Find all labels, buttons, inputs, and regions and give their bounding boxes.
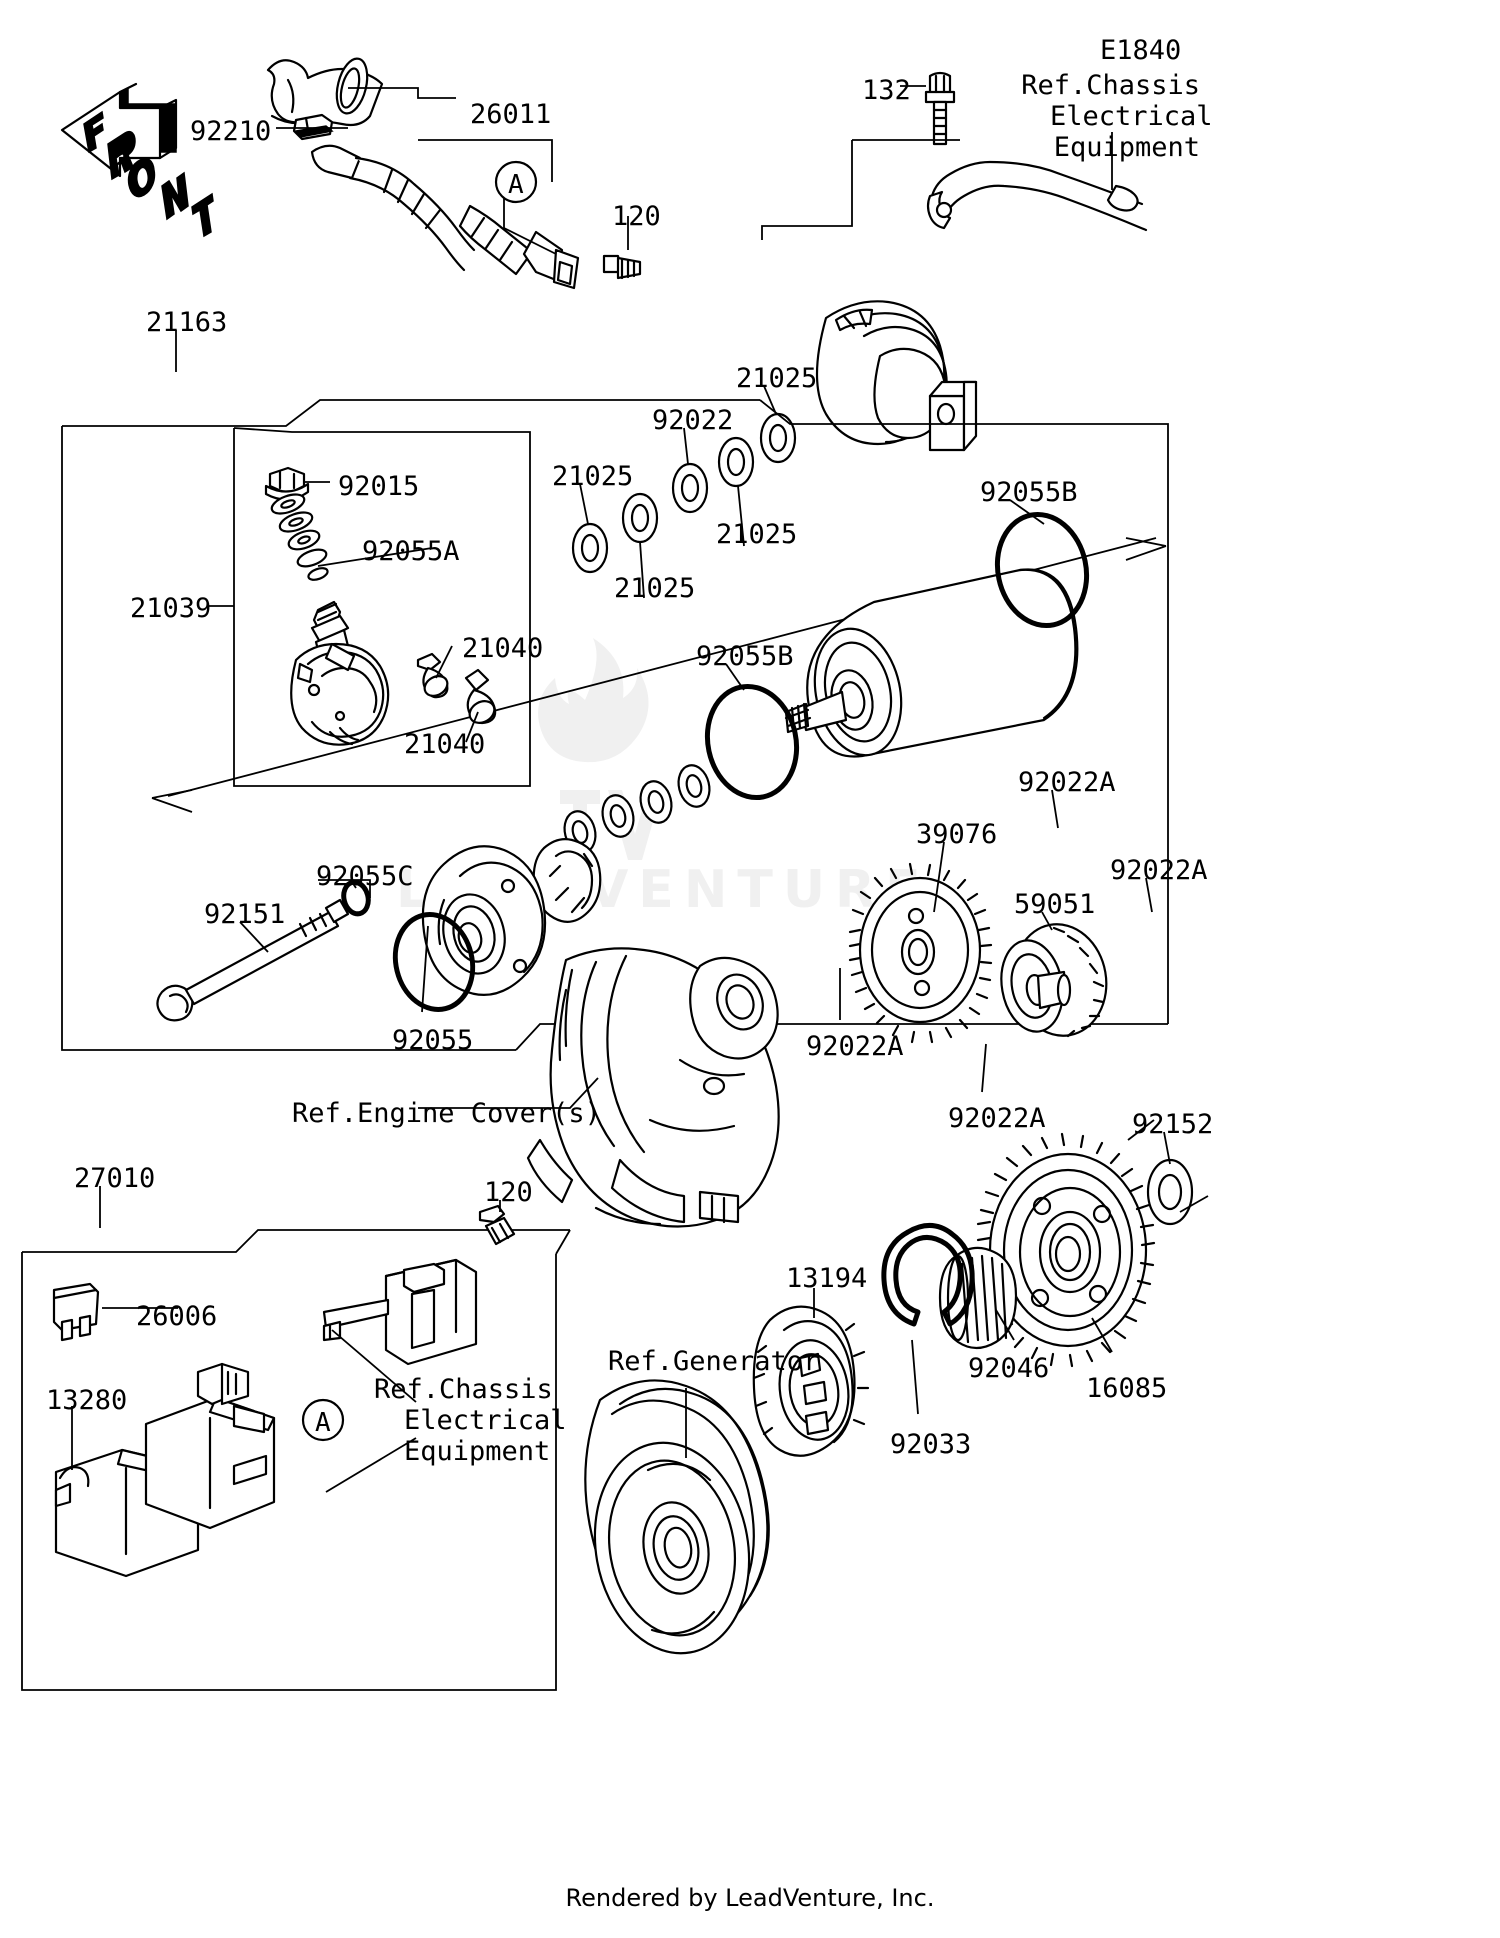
part-number-92046: 92046 [968, 1353, 1050, 1384]
part-number-21025: 21025 [552, 461, 634, 492]
ref-chassis-electrical-bottom-line3: Equipment [404, 1436, 551, 1467]
ref-chassis-electrical-top-line2: Electrical [1050, 101, 1213, 132]
part-27010-relay [144, 1362, 276, 1530]
part-59051-gear [1000, 923, 1108, 1038]
part-number-92210: 92210 [190, 116, 272, 147]
part-number-92015: 92015 [338, 471, 420, 502]
part-number-21040: 21040 [404, 729, 486, 760]
part-120-screw-a [602, 254, 642, 280]
part-16085-gear [976, 1132, 1156, 1368]
part-generator-rotor [584, 1379, 770, 1655]
part-92152-washer [1146, 1158, 1194, 1226]
part-number-27010: 27010 [74, 1163, 156, 1194]
part-92046-bearing [938, 1246, 1018, 1350]
part-number-92022a: 92022A [1018, 767, 1116, 798]
part-number-59051: 59051 [1014, 889, 1096, 920]
part-13194-clutch [752, 1305, 870, 1457]
part-39076-gear [848, 862, 993, 1044]
part-number-92022a: 92022A [948, 1103, 1046, 1134]
part-engine-cover [526, 947, 780, 1228]
ref-chassis-electrical-top-line1: Ref.Chassis [1021, 70, 1200, 101]
leader-lines [71, 85, 1209, 1493]
part-number-92055c: 92055C [316, 861, 414, 892]
part-92055B-oring-center [704, 683, 800, 801]
washers-top-group [571, 412, 797, 574]
part-number-92055: 92055 [392, 1025, 474, 1056]
part-92151-bolt [156, 898, 350, 1022]
part-132-bolt [924, 71, 956, 146]
part-21040-brushes [416, 652, 497, 725]
part-26011-cable [310, 144, 580, 290]
part-relay-bracket [322, 1258, 478, 1366]
part-number-92055b: 92055B [696, 641, 794, 672]
part-21039-brush-holder [290, 600, 390, 746]
part-number-92022a: 92022A [1110, 855, 1208, 886]
footer-credit: Rendered by LeadVenture, Inc. [565, 1884, 935, 1912]
part-number-92022a: 92022A [806, 1031, 904, 1062]
part-number-21039: 21039 [130, 593, 212, 624]
part-26006-fuse [52, 1282, 100, 1342]
part-number-120: 120 [612, 201, 661, 232]
callout-circle-a-top [494, 160, 538, 204]
part-number-92151: 92151 [204, 899, 286, 930]
ref-chassis-electrical-bottom-line2: Electrical [404, 1405, 567, 1436]
part-starter-housing [815, 300, 978, 452]
part-number-92033: 92033 [890, 1429, 972, 1460]
part-number-26011: 26011 [470, 99, 552, 130]
part-number-13194: 13194 [786, 1263, 868, 1294]
callout-letter-a-top: A [508, 170, 524, 200]
ref-chassis-electrical-bottom-line1: Ref.Chassis [374, 1374, 553, 1405]
part-armature [784, 568, 1079, 758]
part-number-92055b: 92055B [980, 477, 1078, 508]
ref-generator-label: Ref.Generator [608, 1346, 820, 1377]
part-number-92152: 92152 [1132, 1109, 1214, 1140]
part-number-26006: 26006 [136, 1301, 218, 1332]
part-number-21025: 21025 [614, 573, 696, 604]
part-number-21025: 21025 [736, 363, 818, 394]
part-92210-clamp [292, 113, 334, 141]
part-92055-oring [392, 912, 476, 1012]
front-arrow-icon [60, 82, 214, 238]
part-end-cap [421, 837, 602, 996]
ref-chassis-electrical-top-line3: Equipment [1053, 132, 1200, 163]
part-number-16085: 16085 [1086, 1373, 1168, 1404]
washers-center-row [563, 764, 711, 854]
part-topright-lead-wire [926, 160, 1148, 232]
callout-circle-a-bottom [301, 1398, 345, 1442]
part-number-92022: 92022 [652, 405, 734, 436]
part-number-92055a: 92055A [362, 536, 460, 567]
part-number-21025: 21025 [716, 519, 798, 550]
ref-engine-cover-label: Ref.Engine Cover(s) [292, 1098, 601, 1129]
part-92033-snap-ring [881, 1223, 975, 1327]
callout-letter-a-bottom: A [315, 1408, 331, 1438]
part-92055A-orings [270, 493, 329, 581]
part-number-21163: 21163 [146, 307, 228, 338]
part-number-13280: 13280 [46, 1385, 128, 1416]
part-number-21040: 21040 [462, 633, 544, 664]
part-number-39076: 39076 [916, 819, 998, 850]
diagram-code: E1840 [1100, 35, 1182, 66]
part-number-120: 120 [484, 1177, 533, 1208]
part-number-132: 132 [862, 75, 911, 106]
part-26011-grip [266, 57, 384, 127]
part-120-screw-b [478, 1204, 516, 1246]
